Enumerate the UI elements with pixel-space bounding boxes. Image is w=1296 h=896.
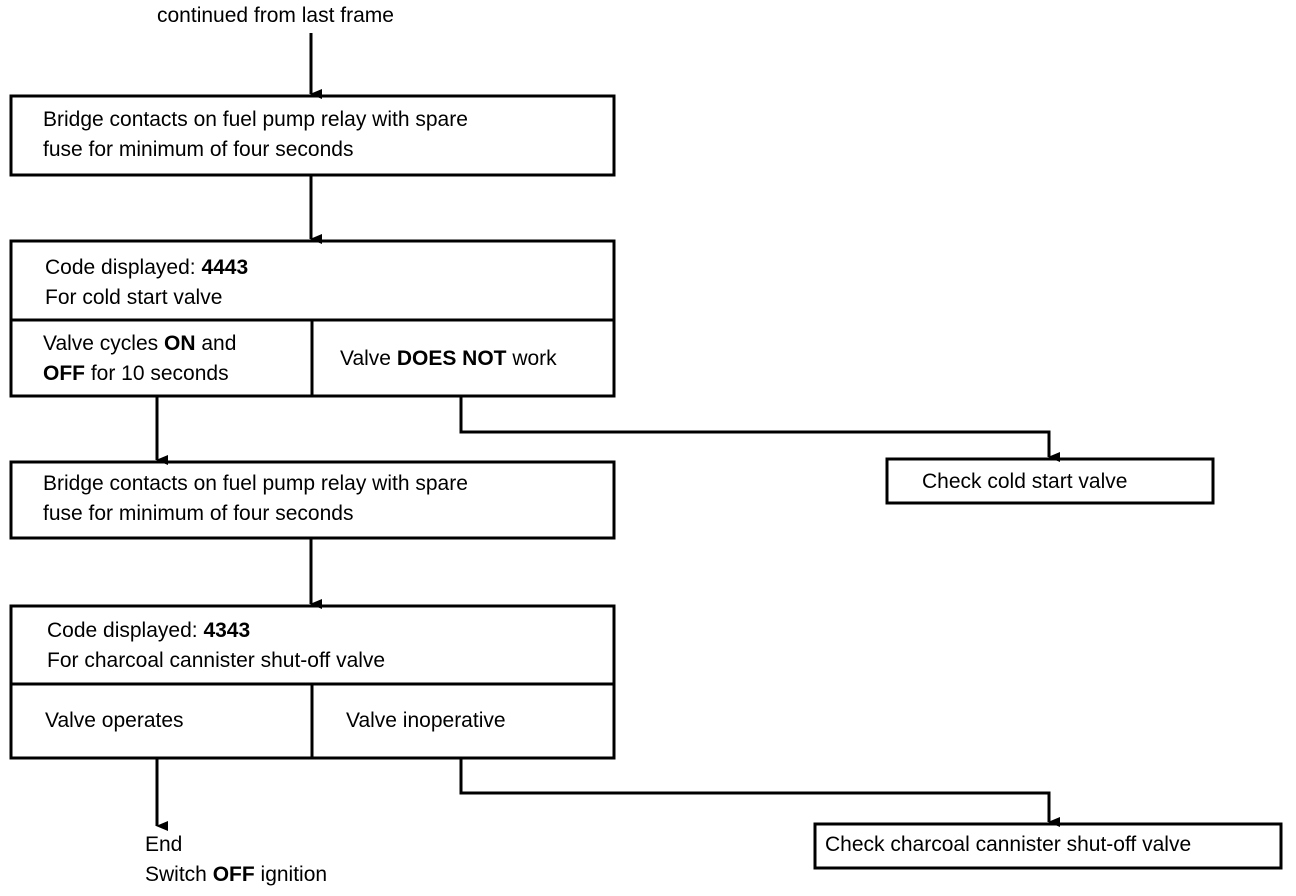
check-charcoal-text: Check charcoal cannister shut-off valve [825,833,1192,856]
code1-text: Code displayed: 4443 For cold start valv… [45,256,249,309]
code2-value: 4343 [203,619,251,642]
code1-fail-text: Valve DOES NOT work [340,347,557,370]
check-cold-start-text: Check cold start valve [922,470,1128,493]
code2-text: Code displayed: 4343 For charcoal cannis… [47,619,386,672]
arrow-code2-fail-to-check [459,758,1060,827]
code1-ok-text: Valve cycles ON and OFF for 10 seconds [43,332,237,385]
code1-value: 4443 [201,256,249,279]
code2-ok-text: Valve operates [45,709,184,732]
end-text: End Switch OFF ignition [145,833,328,886]
step1-text: Bridge contacts on fuel pump relay with … [43,108,468,161]
arrow-code1-fail-to-check [459,396,1060,462]
step2-text: Bridge contacts on fuel pump relay with … [43,472,468,525]
continued-label: continued from last frame [157,4,394,27]
code2-fail-text: Valve inoperative [346,709,506,732]
